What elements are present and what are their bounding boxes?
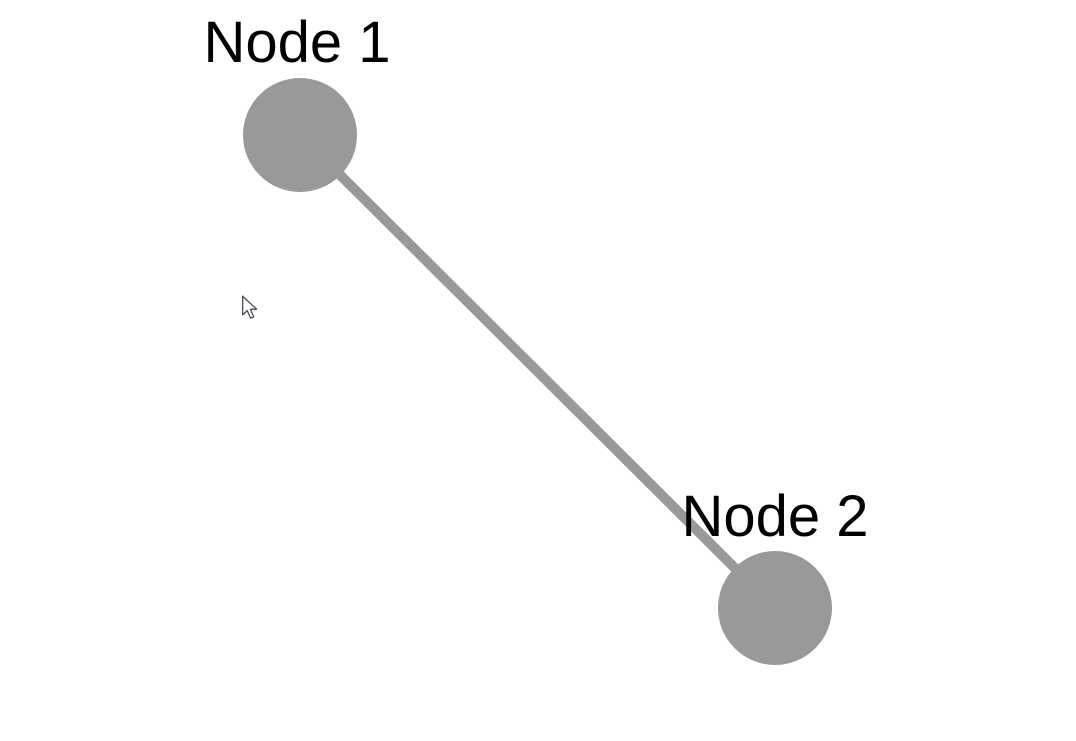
node-2-circle[interactable] xyxy=(718,551,832,665)
node-1-circle[interactable] xyxy=(243,78,357,192)
node-1-label: Node 1 xyxy=(203,10,390,75)
graph-edge[interactable] xyxy=(296,131,779,612)
node-2-label: Node 2 xyxy=(681,484,868,549)
